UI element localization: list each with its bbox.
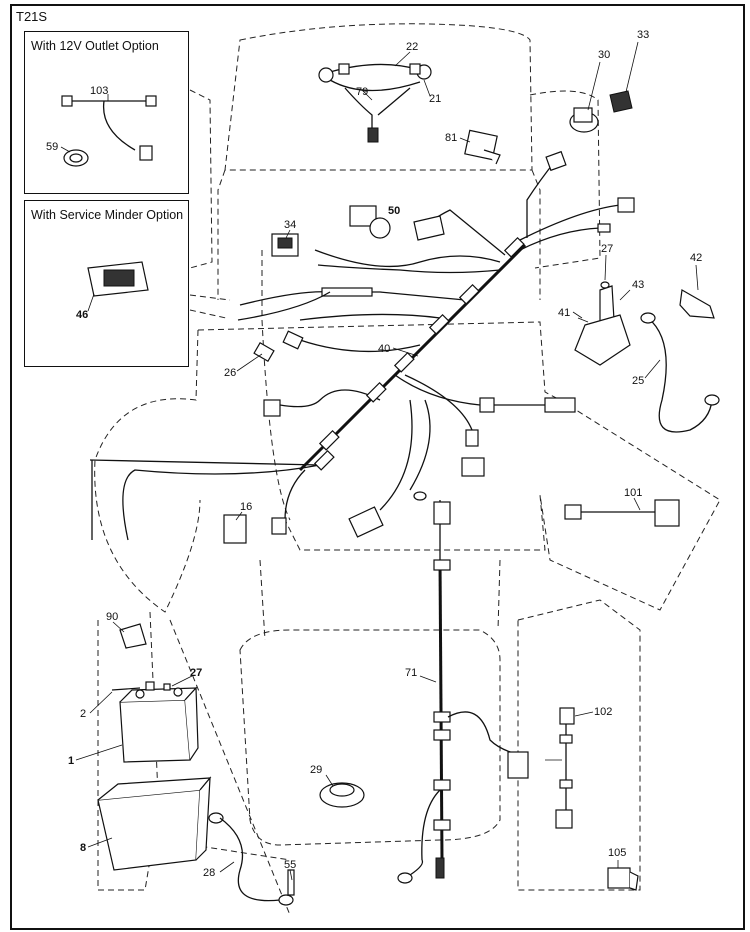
ground-cable-part xyxy=(208,812,295,906)
callout-30: 30 xyxy=(598,49,610,61)
callout-43: 43 xyxy=(632,279,644,291)
callout-2: 2 xyxy=(80,708,86,720)
callout-27: 27 xyxy=(601,243,613,255)
callout-105: 105 xyxy=(608,847,626,859)
callout-8: 8 xyxy=(80,842,86,854)
callout-50: 50 xyxy=(388,205,400,217)
harness-101-part xyxy=(564,499,680,527)
leader-lines xyxy=(60,41,699,881)
callout-79: 79 xyxy=(356,86,368,98)
harness-102-part xyxy=(545,707,575,829)
callout-1: 1 xyxy=(68,755,74,767)
callout-21: 21 xyxy=(429,93,441,105)
callout-27-battery: 27 xyxy=(190,667,202,679)
inset-service-minder-title: With Service Minder Option xyxy=(31,208,184,222)
inset-12v-outlet-title: With 12V Outlet Option xyxy=(31,39,159,53)
switch-parts xyxy=(271,205,445,257)
diagram-code: T21S xyxy=(16,9,48,24)
callout-103: 103 xyxy=(90,85,108,97)
callout-59: 59 xyxy=(46,141,58,153)
callout-25: 25 xyxy=(632,375,644,387)
callout-81: 81 xyxy=(445,132,457,144)
inset-service-minder-option: With Service Minder Option xyxy=(24,200,189,367)
harness-71-part xyxy=(397,491,529,884)
fuse-and-plug-parts xyxy=(223,341,275,544)
relay-part xyxy=(464,129,501,165)
battery-part xyxy=(111,681,199,763)
starter-solenoid-part xyxy=(574,281,720,433)
callout-26: 26 xyxy=(224,367,236,379)
callout-22: 22 xyxy=(406,41,418,53)
callout-90: 90 xyxy=(106,611,118,623)
callout-42: 42 xyxy=(690,252,702,264)
callout-55: 55 xyxy=(284,859,296,871)
callout-71: 71 xyxy=(405,667,417,679)
part-90 xyxy=(119,623,147,649)
callout-40: 40 xyxy=(378,343,390,355)
callout-33: 33 xyxy=(637,29,649,41)
callout-29: 29 xyxy=(310,764,322,776)
battery-tray-part xyxy=(97,776,212,871)
part-105 xyxy=(607,867,639,891)
callout-46: 46 xyxy=(76,309,88,321)
diagram-frame xyxy=(10,4,745,930)
callout-34: 34 xyxy=(284,219,296,231)
horn-part xyxy=(319,782,365,808)
callout-28: 28 xyxy=(203,867,215,879)
chassis-outline xyxy=(94,23,721,916)
callout-16: 16 xyxy=(240,501,252,513)
callout-41: 41 xyxy=(558,307,570,319)
ignition-switch-part xyxy=(569,90,633,133)
callout-numbers: 22 79 21 81 30 33 34 50 27 42 41 43 25 4… xyxy=(46,29,702,879)
inset-12v-parts xyxy=(61,95,157,167)
callout-102: 102 xyxy=(594,706,612,718)
headlight-harness xyxy=(318,63,432,143)
inset-service-minder-parts xyxy=(87,261,149,297)
callout-101: 101 xyxy=(624,487,642,499)
inset-12v-outlet-option: With 12V Outlet Option xyxy=(24,31,189,194)
